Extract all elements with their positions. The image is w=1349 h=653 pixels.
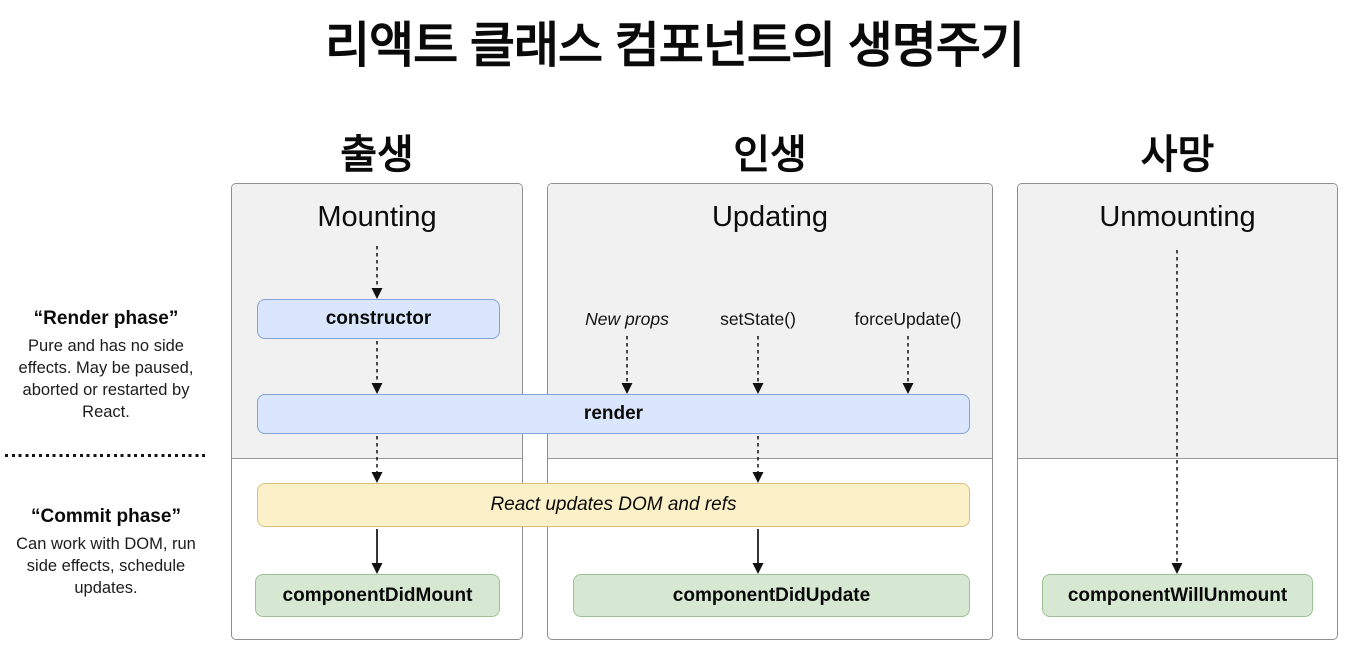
commit-phase-description: Can work with DOM, run side effects, sch… (16, 535, 196, 597)
phase-divider-dotted-line (5, 454, 208, 457)
stage-label-life: 인생 (733, 133, 807, 177)
column-title-updating: Updating (711, 201, 829, 233)
node-component-did-update: componentDidUpdate (573, 574, 970, 617)
stage-label-birth: 출생 (340, 133, 414, 177)
render-phase-label: “Render phase” (33, 308, 179, 329)
commit-phase-label: “Commit phase” (31, 506, 181, 527)
column-unmounting: Unmounting (1017, 183, 1338, 640)
trigger-force-update: forceUpdate() (854, 309, 962, 329)
trigger-new-props: New props (585, 309, 669, 329)
node-constructor: constructor (257, 299, 500, 339)
column-title-mounting: Mounting (317, 201, 437, 233)
render-phase-note: “Render phase” Pure and has no side effe… (0, 308, 212, 424)
commit-phase-note: “Commit phase” Can work with DOM, run si… (0, 506, 212, 600)
node-react-updates-dom: React updates DOM and refs (257, 483, 970, 527)
node-render: render (257, 394, 970, 434)
page-title: 리액트 클래스 컴포넌트의 생명주기 (324, 19, 1025, 73)
render-phase-description: Pure and has no side effects. May be pau… (18, 337, 194, 421)
trigger-set-state: setState() (720, 309, 796, 329)
column-unmounting-render-section: Unmounting (1018, 184, 1337, 459)
node-component-did-mount: componentDidMount (255, 574, 500, 617)
column-title-unmounting: Unmounting (1099, 201, 1256, 233)
stage-label-death: 사망 (1140, 133, 1215, 177)
node-component-will-unmount: componentWillUnmount (1042, 574, 1313, 617)
